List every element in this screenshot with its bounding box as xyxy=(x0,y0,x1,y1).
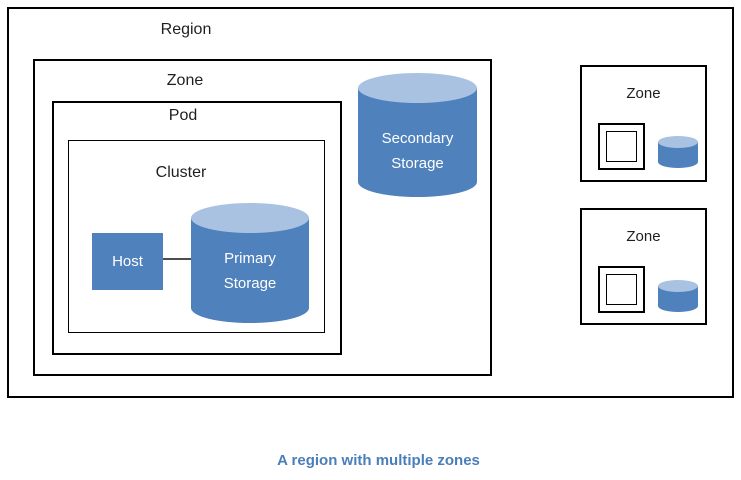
diagram-caption: A region with multiple zones xyxy=(277,452,480,469)
mini-zone-1-box xyxy=(580,65,707,182)
region-box xyxy=(7,7,734,398)
zone-box xyxy=(33,59,492,376)
mini-zone-2-cluster-icon xyxy=(606,274,637,305)
primary-storage-label-line2: Storage xyxy=(223,275,277,292)
pod-label: Pod xyxy=(168,107,198,124)
host-label: Host xyxy=(112,253,143,270)
mini-zone-2-box xyxy=(580,208,707,325)
mini-zone-1-cluster-icon xyxy=(606,131,637,162)
zone-label: Zone xyxy=(166,72,204,89)
primary-storage-label-line1: Primary xyxy=(224,250,276,267)
primary-storage-cylinder-icon xyxy=(191,203,309,323)
secondary-storage-label: Secondary Storage xyxy=(358,126,477,176)
cluster-label: Cluster xyxy=(155,164,207,181)
region-label: Region xyxy=(160,21,212,38)
secondary-storage-cylinder-icon xyxy=(358,73,477,197)
host-storage-connector-line xyxy=(163,258,192,260)
mini-zone-1-label: Zone xyxy=(626,85,661,102)
primary-storage-label: Primary Storage xyxy=(191,246,309,296)
host-box: Host xyxy=(92,233,163,290)
mini-zone-2-storage-cylinder-icon xyxy=(658,280,698,312)
pod-box xyxy=(52,101,342,355)
cluster-box xyxy=(68,140,325,333)
mini-zone-2-label: Zone xyxy=(626,228,661,245)
secondary-storage-label-line1: Secondary xyxy=(381,130,454,147)
mini-zone-2-pod-icon xyxy=(598,266,645,313)
mini-zone-1-storage-cylinder-icon xyxy=(658,136,698,168)
secondary-storage-label-line2: Storage xyxy=(391,155,444,172)
